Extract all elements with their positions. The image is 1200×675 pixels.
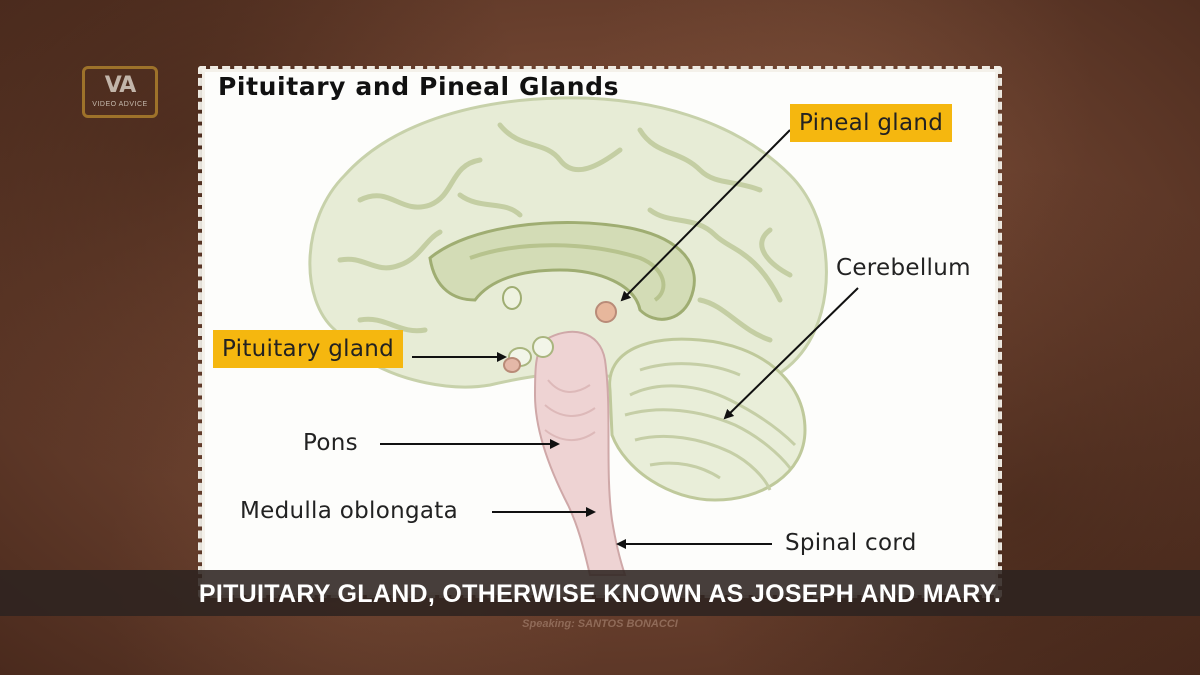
logo-mark: VA xyxy=(104,73,137,98)
label-medulla-oblongata: Medulla oblongata xyxy=(240,498,458,524)
label-pituitary-gland: Pituitary gland xyxy=(213,330,403,368)
subtitle-caption: PITUITARY GLAND, OTHERWISE KNOWN AS JOSE… xyxy=(198,580,1002,608)
label-spinal-cord: Spinal cord xyxy=(785,530,917,556)
label-pons: Pons xyxy=(303,430,358,456)
label-cerebellum: Cerebellum xyxy=(836,255,971,281)
logo-subtitle: VIDEO ADVICE xyxy=(92,101,148,108)
diagram-title: Pituitary and Pineal Glands xyxy=(218,72,620,101)
cerebellum-folia xyxy=(624,362,797,491)
speaker-credit: Speaking: SANTOS BONACCI xyxy=(522,618,678,630)
channel-logo: VA VIDEO ADVICE xyxy=(82,66,158,118)
caption-bar xyxy=(0,570,1200,616)
cerebellum-shape xyxy=(608,337,807,502)
label-pineal-gland: Pineal gland xyxy=(790,104,953,142)
pituitary-gland-shape xyxy=(503,357,521,373)
corpus-callosum xyxy=(428,221,696,321)
pineal-arrow xyxy=(620,129,791,302)
cerebellum-arrow xyxy=(723,287,859,420)
pineal-gland-shape xyxy=(595,301,617,323)
